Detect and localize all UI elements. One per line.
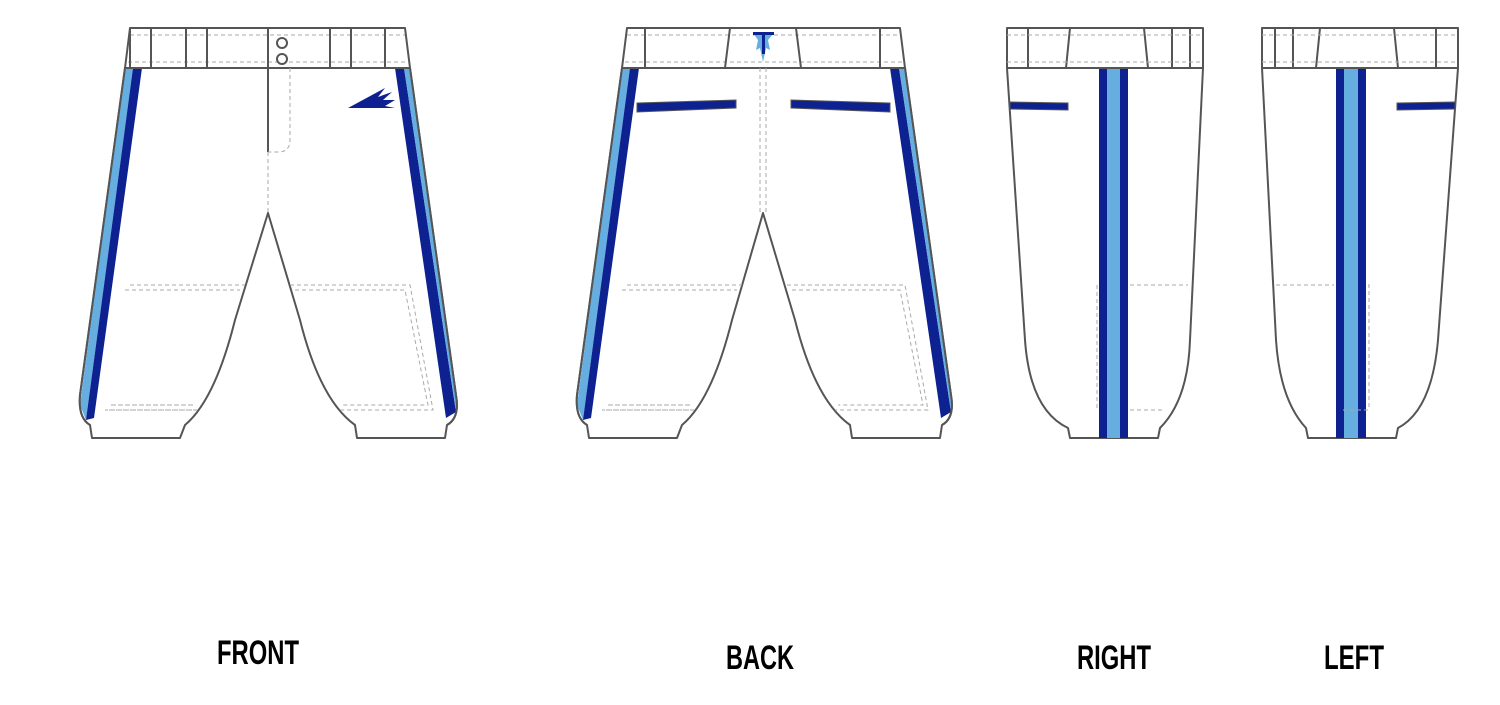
front-left-stripe-light: [80, 68, 133, 420]
left-pocket: [1396, 101, 1456, 111]
left-view: [1261, 27, 1459, 439]
right-stripe-light: [1107, 68, 1120, 438]
front-right-stripe-navy: [395, 68, 456, 418]
right-waistband: [1006, 27, 1204, 69]
right-pocket: [1009, 101, 1069, 111]
front-view: [78, 27, 458, 439]
t-logo: [753, 32, 774, 62]
back-label: BACK: [726, 639, 794, 677]
trident-arrow-logo: [348, 88, 395, 108]
front-right-stripe-light: [404, 68, 457, 412]
back-pocket-right: [790, 99, 891, 113]
back-view: [575, 27, 953, 439]
front-label: FRONT: [217, 634, 299, 672]
left-label: LEFT: [1324, 639, 1384, 677]
right-view: [1006, 27, 1204, 439]
front-left-stripe-navy: [86, 68, 142, 420]
right-label: RIGHT: [1077, 639, 1151, 677]
left-waistband: [1261, 27, 1459, 69]
button: [276, 37, 288, 49]
button: [276, 53, 288, 65]
left-stripe-light: [1344, 68, 1358, 438]
back-pocket-left: [636, 99, 737, 113]
back-pants-body: [575, 67, 953, 439]
